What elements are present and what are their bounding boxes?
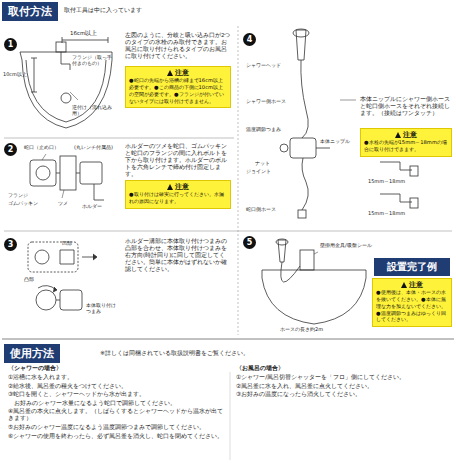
caution-box: 注意●蛇口の先端から浴槽の縁まで16cm以上必要です。●この商品の下側に10cm… xyxy=(125,66,231,108)
dimension: 15mm～18mm xyxy=(368,210,405,216)
node-text: 2 xyxy=(8,145,14,154)
part-name: フランジ（取っ手付きのもの） xyxy=(72,54,112,67)
note: 取付工具は中に入っています xyxy=(64,6,142,14)
step-number: 1 xyxy=(4,38,17,51)
caution-text: ●使用後は、本体・ホースの水を抜いてください。●本体に無理な力を加えないでくださ… xyxy=(376,289,448,323)
dimension: 16cm以上 xyxy=(70,30,97,37)
node-text: 設置完了例 xyxy=(387,261,437,272)
part-name: シャワー側ホース xyxy=(246,98,286,104)
node-text: 使用方法 xyxy=(10,347,54,360)
note: ※詳しくは同梱されている取扱説明書をご覧ください。 xyxy=(100,349,249,357)
step-number: 5 xyxy=(243,236,256,249)
part-name: 蛇口側ホース xyxy=(246,206,276,212)
step-text: ④風呂釜の本火に点火します。（しばらくするとシャワーヘッドから温水が出てきます） xyxy=(8,408,226,422)
instruction: ホルダーのツメを蛇口、ゴムパッキンと蛇口のフランジの間に入れボルトを下から取り付… xyxy=(125,143,231,177)
step-text: ⑥シャワーの使用を終わったら、必ず風呂釜を消火し、蛇口を閉めてください。 xyxy=(8,433,223,440)
part-name: 凸部 xyxy=(24,276,34,282)
caution-text: ●取り付けは確実に行ってください。水漏れの原因になります。 xyxy=(129,191,227,205)
caution-heading: 注意 xyxy=(364,131,448,139)
part-name: 壁掛用金具/吸盤シール xyxy=(320,242,372,248)
dimension: ホースの長さ約2m xyxy=(280,326,323,332)
example-band: 設置完了例 xyxy=(374,258,450,276)
instruction: ホルダー溝部に本体取り付けつまみの凸部を合わせ、本体取り付けつまみを右方向(時計… xyxy=(125,238,231,272)
part-name: ジョイント xyxy=(246,168,271,174)
node-text: 4 xyxy=(247,35,253,44)
step-number: 2 xyxy=(4,143,17,156)
step-text: ③蛇口を開くと、シャワーヘッドから水が出ます。 xyxy=(8,391,145,398)
part-name: (丸レンチ付属品) xyxy=(74,144,113,150)
dimension: 15mm～18mm xyxy=(368,178,405,184)
step-text: ①シャワー/風呂切替シャッターを「フロ」側にしてください。 xyxy=(236,374,405,381)
caution-text: ●水栓の先端が15mm～18mmの場合に取り付けできます。 xyxy=(364,139,448,153)
section-header: 取付方法 xyxy=(2,2,58,21)
caution-text: ●蛇口の先端から浴槽の縁まで16cm以上必要です。●この商品の下側に10cm以上… xyxy=(129,77,227,104)
step-text: ①浴槽に水を入れます。 xyxy=(8,374,73,381)
step-text: ③お好みの温度になったら消火してください。 xyxy=(236,391,361,398)
node-text: 5 xyxy=(247,238,253,247)
node-text: 取付方法 xyxy=(8,5,52,18)
instruction: 本体ニップルにシャワー側ホースと蛇口側ホースをそれぞれ接続します。（接続はワンタ… xyxy=(360,96,452,117)
step-text: ②風呂釜に水を入れ、風呂釜に点火してください。 xyxy=(236,383,373,390)
part-name: シャワーヘッド xyxy=(246,62,281,68)
sub-heading: 〈シャワーの場合〉 xyxy=(8,364,62,372)
caution-box: 注意●使用後は、本体・ホースの水を抜いてください。●本体に無理な力を加えないでく… xyxy=(372,278,452,327)
part-name: フランジ xyxy=(8,192,28,198)
part-name: ホルダー xyxy=(82,203,102,209)
caution-box: 注意●水栓の先端が15mm～18mmの場合に取り付けできます。 xyxy=(360,128,452,157)
part-name: ツメ xyxy=(58,200,68,206)
part-name: 蛇口（止め口） xyxy=(24,144,59,150)
instruction: 左図のように、分岐と吸い込み口が2つのタイプの水栓のみ取付できます。お風呂に取り… xyxy=(125,32,231,60)
caution-heading: 注意 xyxy=(129,183,227,191)
part-name: 温度調節つまみ xyxy=(246,126,281,132)
step-text: ②給水後、風呂釜の種火をつけてください。 xyxy=(8,383,127,390)
step-number: 3 xyxy=(4,238,17,251)
part-name: 逆付け（流れ込み用） xyxy=(72,104,116,117)
sub-heading: 〈お風呂の場合〉 xyxy=(236,364,284,372)
step-text: お好みのシャワー水量になるよう蛇口で調節してください。 xyxy=(14,400,176,407)
part-name: 凹部 xyxy=(62,240,72,246)
dimension: 10cm以上 xyxy=(3,71,27,77)
node-text: 3 xyxy=(8,240,14,249)
part-name: ナット xyxy=(255,160,270,166)
section-header: 使用方法 xyxy=(4,344,60,363)
caution-heading: 注意 xyxy=(376,281,448,289)
caution-box: 注意●取り付けは確実に行ってください。水漏れの原因になります。 xyxy=(125,180,231,209)
part-name: 本体ニップル xyxy=(320,138,350,144)
node-text: 1 xyxy=(8,40,14,49)
step-text: ⑤お好みのシャワー温度になるよう温度調節つまみで調節してください。 xyxy=(8,424,205,431)
part-name: 本体取り付けつまみ xyxy=(86,302,120,315)
part-name: ゴムパッキン xyxy=(8,200,38,206)
caution-heading: 注意 xyxy=(129,69,227,77)
step-number: 4 xyxy=(243,33,256,46)
